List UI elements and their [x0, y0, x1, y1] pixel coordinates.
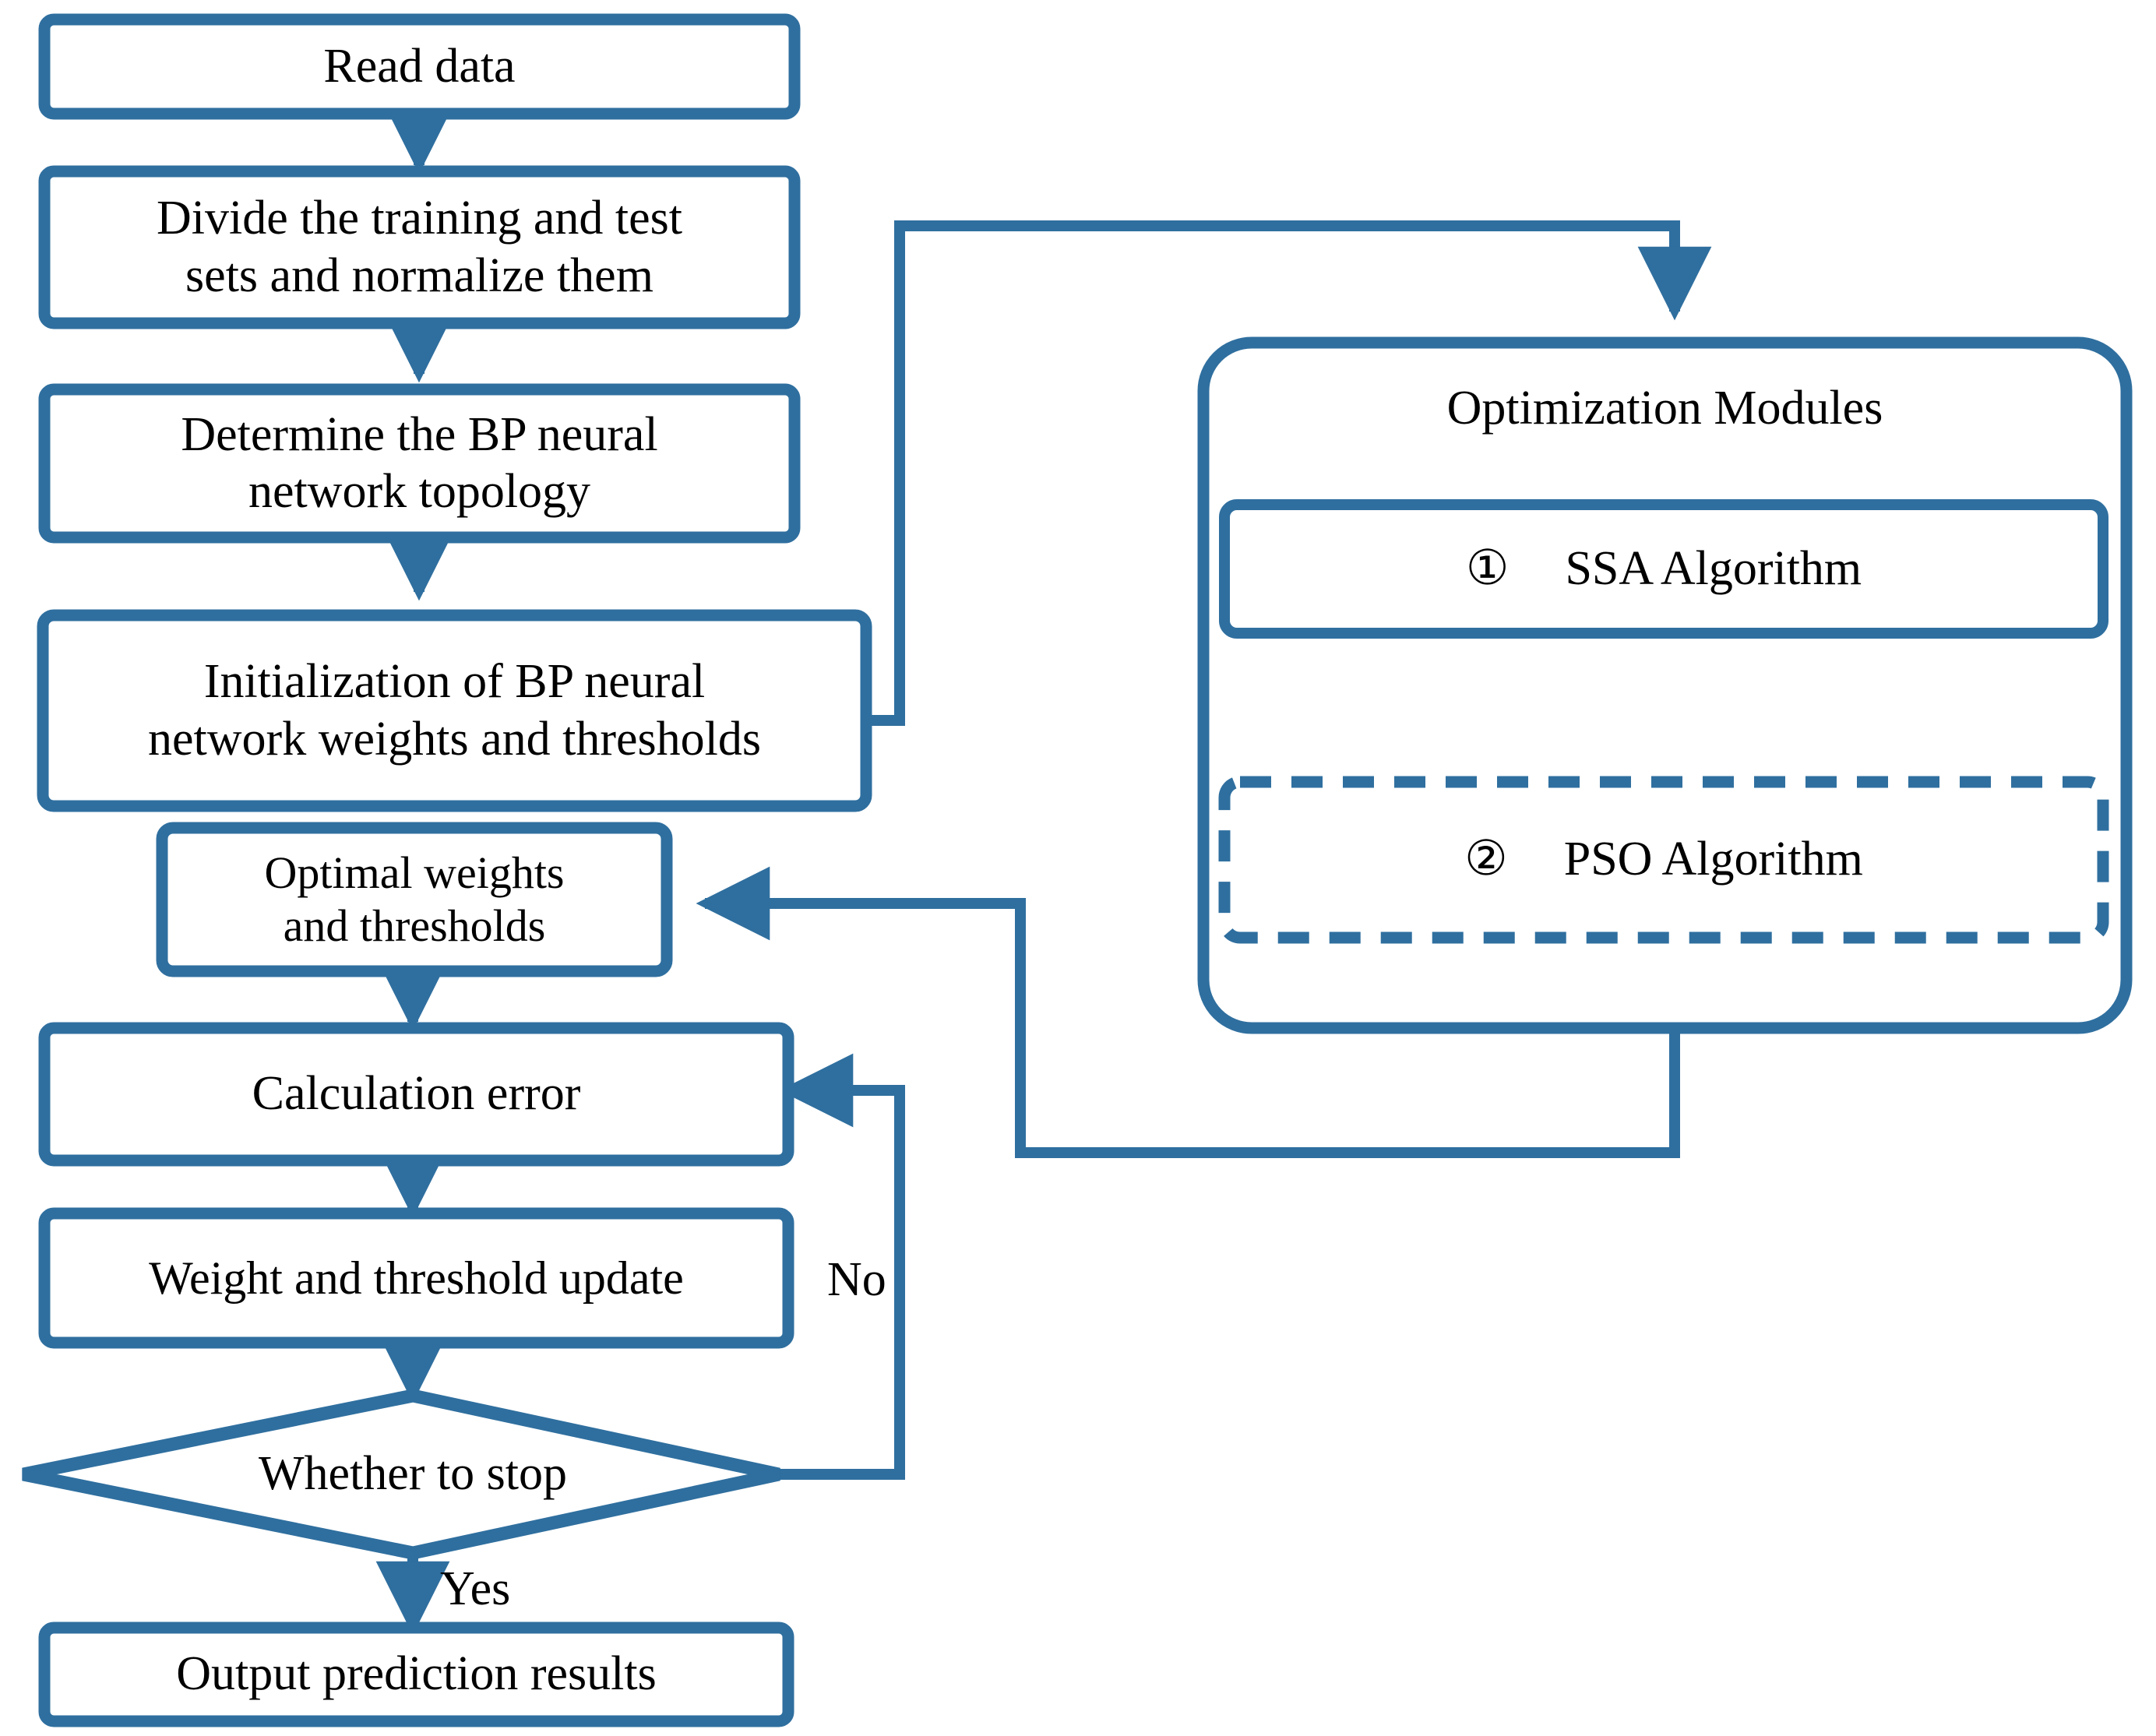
shape-whether-to-stop	[22, 1389, 780, 1560]
shape-calculation-error	[38, 1022, 794, 1167]
shape-output-results	[38, 1622, 794, 1727]
shape-weight-update	[38, 1207, 794, 1349]
edge-decision-no-to-error	[779, 1053, 905, 1480]
edge-init-to-optimization	[866, 220, 1712, 726]
shape-determine-topology	[38, 383, 801, 544]
edge-optimization-to-optimal	[696, 866, 1680, 1158]
shape-pso-module	[1218, 776, 2109, 944]
shape-ssa-module	[1219, 499, 2108, 639]
edge-label-yes: Yes	[440, 1562, 511, 1615]
shape-optimal-weights	[156, 822, 673, 977]
edge-label-no: No	[827, 1253, 886, 1306]
shape-initialization	[37, 609, 872, 812]
shape-divide-sets	[38, 165, 801, 329]
shape-read-data	[38, 13, 801, 120]
